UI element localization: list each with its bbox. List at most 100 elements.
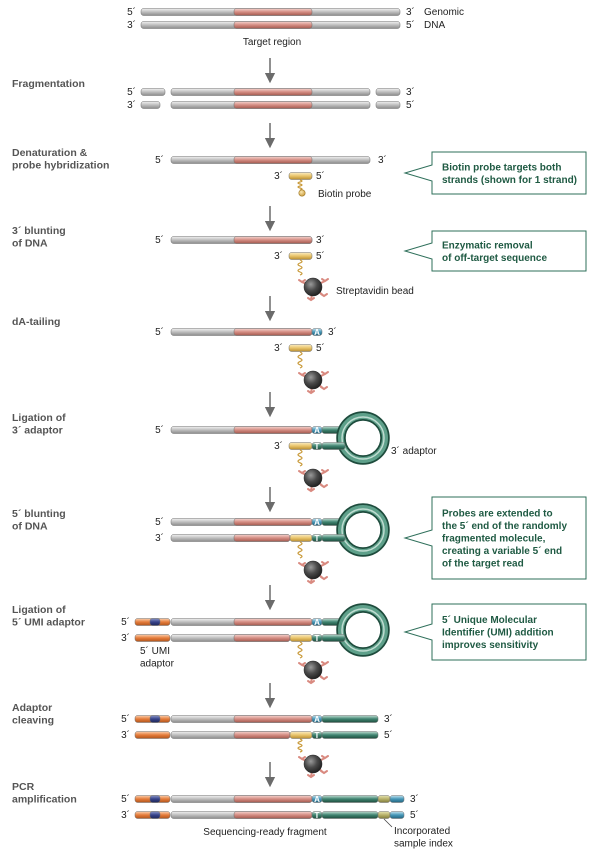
step-label-2: Denaturation &probe hybridization: [12, 147, 109, 172]
umi-barcode-top: [149, 618, 161, 626]
pcr-sample-index-bottom: [377, 811, 391, 819]
streptavidin-bead-icon: [298, 277, 329, 302]
probe-strand-blunting: [288, 252, 313, 260]
end-5-hyb: 5´: [155, 154, 164, 166]
single-strand-hybridization-target-region: [233, 156, 313, 164]
pcr-adaptor-bottom: [321, 811, 379, 819]
fragment-right-bottom: [375, 101, 401, 109]
fragment-left-top: [140, 88, 166, 96]
target-strand-blunt5-target-region: [233, 518, 313, 526]
probe-strand-umi: [289, 634, 313, 642]
pcr-adaptor-end-bottom: [389, 811, 405, 819]
base-t-cleave: T: [315, 731, 320, 740]
end-5-probe-blunt: 5´: [316, 250, 325, 262]
pcr-adaptor-end-top: [389, 795, 405, 803]
probe-linker-cleave: [297, 738, 303, 753]
streptavidin-bead-datail: [298, 370, 329, 395]
genomic-label: Genomic: [424, 7, 464, 18]
extended-strand-cleave-target-region: [233, 731, 291, 739]
end-5-lig3: 5´: [155, 424, 164, 436]
end-5-frag-bottom: 5´: [406, 99, 415, 111]
end-5-genomic-top: 5´: [127, 6, 136, 18]
end-5-umi: 5´: [121, 616, 130, 628]
end-3-blunt: 3´: [316, 234, 325, 246]
probe-linker-lig3: [297, 449, 303, 467]
pcr-target-strand-bottom-target-region: [233, 811, 313, 819]
base-a-umi: A: [314, 618, 320, 627]
target-region-label: Target region: [243, 37, 301, 48]
callout-box-1: [403, 151, 587, 195]
biotin-probe-strand: [288, 172, 313, 180]
streptavidin-bead-umi: [298, 660, 329, 685]
pcr-adaptor-top: [321, 795, 379, 803]
sample-index-leader-line: [383, 818, 393, 828]
step-label-4: dA-tailing: [12, 316, 60, 328]
step-label-1: Fragmentation: [12, 78, 85, 90]
end-5-cleave: 5´: [121, 713, 130, 725]
end-3-genomic-top: 3´: [406, 6, 415, 18]
end-5-probe-datail: 5´: [316, 342, 325, 354]
probe-linker: [297, 179, 303, 191]
end-3-pcr-right: 3´: [410, 793, 419, 805]
end-3-frag-top: 3´: [406, 86, 415, 98]
probe-strand-blunt5: [289, 534, 313, 542]
end-5-pcr-right: 5´: [410, 809, 419, 821]
end-3-probe-lig3: 3´: [274, 440, 283, 452]
streptavidin-bead-blunt5: [298, 560, 329, 585]
end-3-cleave: 3´: [121, 729, 130, 741]
base-a-cleave: A: [314, 715, 320, 724]
cleaved-adaptor-bottom: [321, 731, 379, 739]
end-5-datail: 5´: [155, 326, 164, 338]
callout-box-2: [403, 230, 587, 272]
umi-barcode-cleave: [149, 715, 161, 723]
end-5-genomic-bottom: 5´: [406, 19, 415, 31]
fragment-middle-top-target-region: [233, 88, 313, 96]
end-3-probe-blunt: 3´: [274, 250, 283, 262]
end-3-pcr: 3´: [121, 809, 130, 821]
callout-box-4: [403, 603, 587, 661]
end-3-cleave-right: 3´: [384, 713, 393, 725]
pcr-umi-barcode-top: [149, 795, 161, 803]
fragment-left-bottom: [140, 101, 161, 109]
biotin-probe-label: Biotin probe: [318, 189, 372, 200]
probe-strand-cleave: [289, 731, 313, 739]
dA-tailed-strand-target-region: [233, 328, 313, 336]
extended-probe-strand-umi-target-region: [233, 634, 291, 642]
genomic-dna-top-strand-target-region: [233, 8, 313, 16]
dna-label: DNA: [424, 20, 445, 31]
base-a-tail: A: [314, 328, 320, 337]
base-a-tail-box: [311, 328, 323, 336]
target-strand-cleave-target-region: [233, 715, 313, 723]
pcr-base-bottom: T: [315, 811, 320, 820]
probe-linker-blunt: [297, 259, 303, 276]
probe-linker-datail: [297, 351, 303, 369]
probe-strand-lig3: [288, 442, 313, 450]
probe-strand-datail: [288, 344, 313, 352]
probe-linker-umi: [297, 641, 303, 659]
end-5-blunt: 5´: [155, 234, 164, 246]
end-3-genomic-bottom: 3´: [127, 19, 136, 31]
extended-probe-strand-target-region: [233, 534, 291, 542]
genomic-dna-bottom-strand-target-region: [233, 21, 313, 29]
target-strand-umi-target-region: [233, 618, 313, 626]
end-3-hyb: 3´: [378, 154, 387, 166]
base-t-umi: T: [315, 634, 320, 643]
adaptor-bottom-arm-umi: [321, 634, 346, 642]
end-3-probe-datail: 3´: [274, 342, 283, 354]
pcr-target-strand-top-target-region: [233, 795, 313, 803]
streptavidin-bead-lig3: [298, 468, 329, 493]
umi-adaptor-bottom: [134, 634, 171, 642]
end-3-probe: 3´: [274, 170, 283, 182]
end-5-cleave-right: 5´: [384, 729, 393, 741]
base-a-lig3: A: [314, 426, 320, 435]
